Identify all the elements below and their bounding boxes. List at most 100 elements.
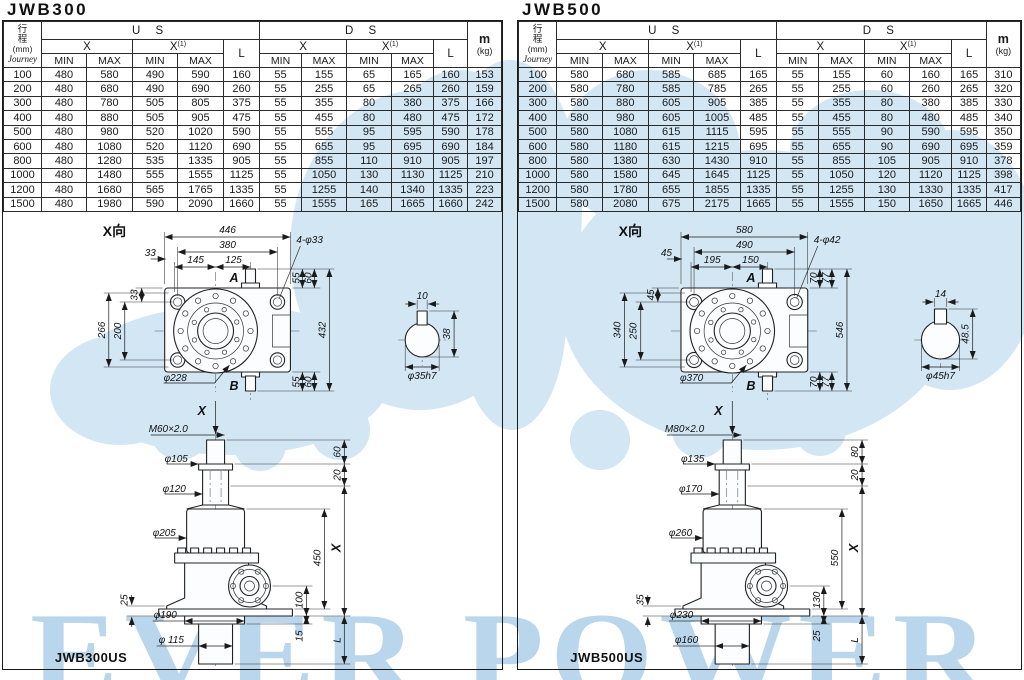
table-cell: 100	[3, 66, 42, 83]
table-cell: 260	[909, 81, 953, 97]
table-cell: 1500	[3, 196, 42, 212]
table-cell: 95	[346, 138, 393, 155]
l-header: L	[433, 39, 469, 68]
table-cell: 120	[863, 167, 911, 184]
table-cell: 130	[863, 182, 911, 198]
dim-total-width: 580	[736, 225, 753, 236]
table-cell: 55	[259, 110, 303, 126]
panel-jwb300: JWB300 行 程 (mm) Journey	[2, 0, 503, 670]
dim-left-base: 35	[636, 594, 647, 606]
table-cell: 1665	[739, 196, 778, 212]
side-view: M60×2.0 φ105 φ120 φ205	[55, 424, 351, 667]
panel-body: 行 程 (mm) Journey U S D S m (kg) X	[2, 20, 503, 670]
table-cell: 980	[86, 124, 133, 140]
dim-left-base: 25	[120, 594, 131, 607]
journey-cn: 行	[532, 24, 543, 35]
table-cell: 385	[951, 95, 987, 112]
table-cell: 65	[346, 66, 393, 83]
shaft-label-b: B	[746, 379, 755, 393]
view-direction-label: X向	[619, 223, 642, 239]
table-cell: 590	[909, 124, 953, 140]
table-header-row: 行 程 (mm) Journey U S D S m (kg)	[3, 21, 503, 68]
table-cell: 800	[3, 153, 42, 169]
dim-inner-height: 200	[113, 322, 124, 340]
table-cell: 480	[41, 110, 87, 126]
worm-shaft-flange	[744, 564, 789, 608]
table-cell: 1080	[601, 124, 650, 140]
journey-unit: (mm)	[12, 44, 33, 54]
table-cell: 375	[433, 95, 469, 112]
dim-offset-left: 33	[130, 289, 141, 301]
ds-group-header: D S	[259, 21, 469, 40]
min-header: MIN	[41, 53, 87, 68]
dim-sx: X	[847, 543, 861, 553]
table-cell: 1665	[951, 196, 987, 212]
dim-d2: φ120	[163, 484, 187, 495]
dim-thread: M80×2.0	[665, 424, 705, 435]
table-cell: 165	[739, 66, 778, 83]
table-cell: 375	[222, 95, 261, 112]
table-cell: 55	[259, 66, 303, 83]
table-cell: 359	[985, 138, 1022, 155]
dim-total-height: 546	[835, 321, 846, 338]
table-cell: 580	[556, 153, 603, 169]
dim-total-width: 446	[219, 225, 236, 236]
table-cell: 580	[556, 66, 603, 83]
x1-header: X(1)	[648, 39, 741, 54]
table-cell: 1080	[86, 138, 133, 155]
table-cell: 615	[647, 138, 695, 155]
mass-unit: (kg)	[476, 46, 493, 56]
table-cell: 690	[177, 81, 224, 97]
table-cell: 55	[776, 138, 820, 155]
table-cell: 505	[132, 110, 178, 126]
table-cell: 855	[301, 153, 348, 169]
min-header: MIN	[776, 53, 820, 68]
table-cell: 223	[467, 182, 503, 198]
dim-key-width: 14	[935, 289, 947, 300]
table-cell: 580	[86, 66, 133, 83]
table-cell: 585	[647, 81, 695, 97]
table-cell: 805	[177, 95, 224, 112]
dim-d1: φ105	[165, 454, 189, 465]
top-view: X向	[613, 223, 852, 434]
table-cell: 184	[467, 138, 503, 155]
table-cell: 55	[776, 124, 820, 140]
table-cell: 580	[556, 81, 603, 97]
min-header: MIN	[346, 53, 393, 68]
table-cell: 80	[346, 95, 393, 112]
dim-key-depth: 38	[442, 328, 453, 340]
table-cell: 630	[647, 153, 695, 169]
dim-d4: φ190	[154, 610, 178, 621]
table-cell: 590	[177, 66, 224, 83]
table-cell: 1765	[177, 182, 224, 198]
table-cell: 95	[346, 124, 393, 140]
journey-header: 行 程 (mm) Journey	[517, 21, 558, 68]
dim-sx: X	[329, 543, 343, 553]
table-cell: 1125	[739, 167, 778, 184]
table-cell: 417	[985, 182, 1022, 198]
dim-s5: 25	[812, 630, 823, 643]
table-cell: 55	[259, 138, 303, 155]
table-cell: 500	[3, 124, 42, 140]
table-cell: 178	[467, 124, 503, 140]
table-cell: 55	[259, 95, 303, 112]
table-cell: 1115	[693, 124, 741, 140]
journey-en: Journey	[523, 54, 553, 64]
dim-d5: φ160	[675, 635, 699, 646]
table-cell: 1335	[951, 182, 987, 198]
table-cell: 655	[818, 138, 865, 155]
table-cell: 1335	[433, 182, 469, 198]
table-cell: 605	[647, 110, 695, 126]
journey-cn: 程	[532, 34, 543, 45]
table-cell: 355	[301, 95, 348, 112]
table-cell: 1130	[391, 167, 435, 184]
table-cell: 60	[863, 66, 911, 83]
table-cell: 130	[346, 167, 393, 184]
table-cell: 1480	[86, 167, 133, 184]
table-cell: 585	[647, 66, 695, 83]
table-cell: 265	[391, 81, 435, 97]
